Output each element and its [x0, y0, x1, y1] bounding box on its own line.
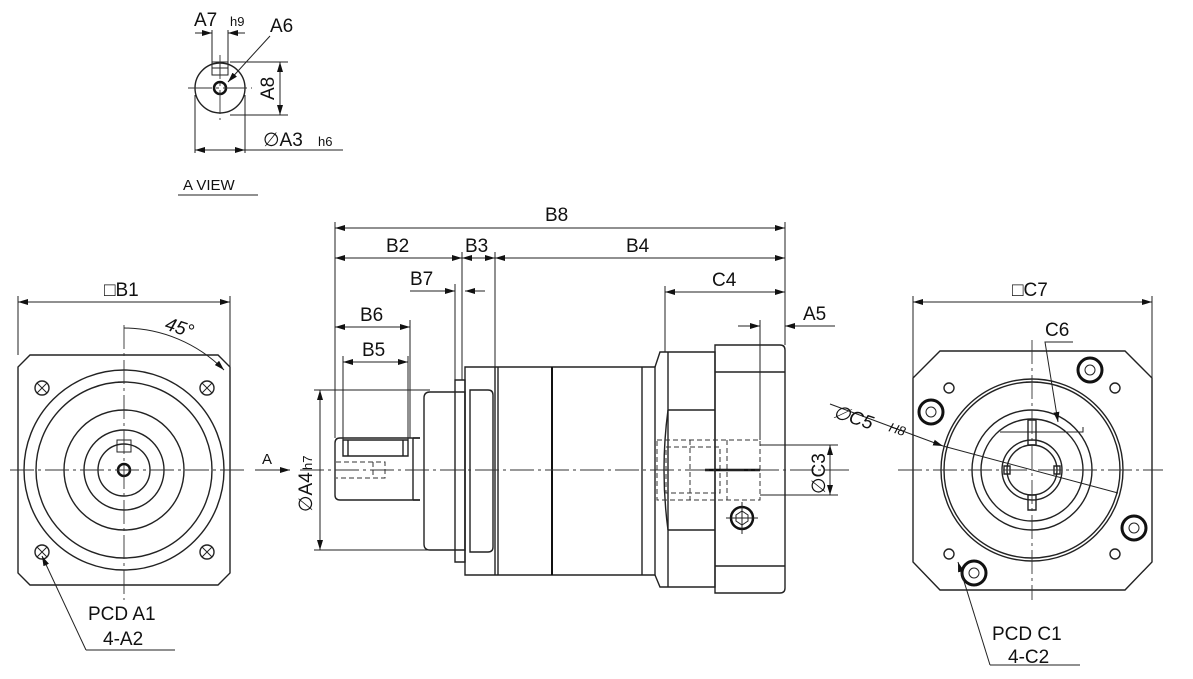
c6-label: C6 [1045, 320, 1069, 341]
a-view: A7 h9 A6 A8 ∅A3 h6 A VIEW [178, 10, 343, 196]
cap-screw-icon [917, 356, 1148, 587]
pcd-a1-label: PCD A1 [88, 604, 156, 625]
a8-label: A8 [258, 77, 279, 100]
b7-label: B7 [410, 269, 433, 290]
a3-label: ∅A3 [263, 130, 303, 151]
b2-label: B2 [386, 236, 409, 257]
clamp-screw-icon [726, 502, 758, 534]
a7-tolerance: h9 [230, 14, 244, 29]
holes-a2-label: 4-A2 [103, 629, 143, 650]
a-view-title: A VIEW [183, 177, 236, 194]
pcd-c1-label: PCD C1 [992, 624, 1062, 645]
a5-label: A5 [803, 304, 826, 325]
b6-label: B6 [360, 305, 383, 326]
bolt-hole-icon [943, 382, 1121, 560]
bolt-hole-icon [34, 380, 215, 560]
b1-label: □B1 [104, 280, 139, 301]
b3-label: B3 [465, 236, 488, 257]
input-face-view: □B1 45° PCD A1 4-A2 A [10, 280, 290, 651]
c7-label: □C7 [1012, 280, 1048, 301]
c5-tolerance: H8 [887, 420, 908, 440]
side-view: B8 B2 B3 B4 B7 C4 B6 A5 B5 ∅A4 h7 ∅C3 [296, 205, 850, 594]
c5-label: ∅C5 [830, 402, 876, 435]
angle-label: 45° [162, 314, 196, 343]
a3-tolerance: h6 [318, 134, 332, 149]
holes-c2-label: 4-C2 [1008, 647, 1049, 668]
output-face-view: □C7 C6 ∅C5 H8 PCD C1 4-C2 [829, 280, 1163, 668]
c3-label: ∅C3 [809, 453, 830, 494]
b4-label: B4 [626, 236, 650, 257]
view-a-arrow-label: A [262, 451, 272, 468]
a4-label: ∅A4 [296, 472, 317, 512]
c4-label: C4 [712, 270, 737, 291]
a4-tolerance: h7 [300, 456, 315, 470]
a7-label: A7 [194, 10, 217, 31]
a6-label: A6 [270, 16, 293, 37]
b5-label: B5 [362, 340, 385, 361]
b8-label: B8 [545, 205, 568, 226]
